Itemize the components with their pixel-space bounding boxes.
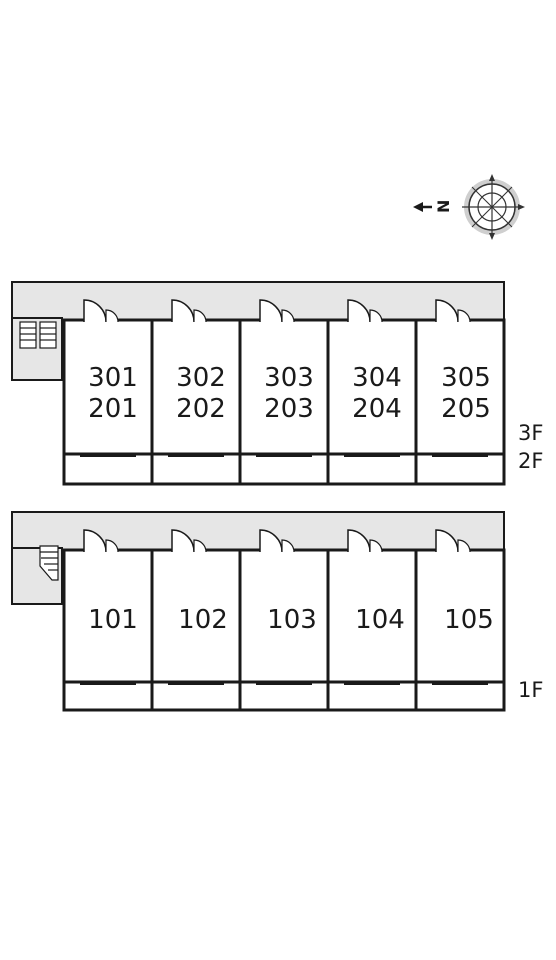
compass-rose-icon xyxy=(462,174,525,240)
unit-number: 304 xyxy=(352,363,402,393)
unit-cell xyxy=(414,548,506,712)
unit-cell xyxy=(326,548,418,712)
door-icon xyxy=(435,529,471,553)
door-icon xyxy=(435,299,471,323)
unit-number: 104 xyxy=(355,605,405,635)
unit-number: 204 xyxy=(352,394,402,424)
north-arrow-icon xyxy=(413,202,432,212)
unit-number: 202 xyxy=(176,394,226,424)
door-icon xyxy=(347,299,383,323)
upper-block: 301 201 302 202 303 203 304 204 305 205 … xyxy=(11,281,543,486)
door-icon xyxy=(347,529,383,553)
lower-block: 101 102 103 104 105 1F xyxy=(11,511,543,712)
unit-number: 103 xyxy=(267,605,317,635)
door-icon xyxy=(259,529,295,553)
stairs-icon xyxy=(39,545,59,581)
north-label: N xyxy=(434,200,453,213)
door-icon xyxy=(171,299,207,323)
unit-cell xyxy=(326,318,418,486)
unit-cell xyxy=(62,318,154,486)
door-icon xyxy=(171,529,207,553)
unit-number: 101 xyxy=(88,605,138,635)
unit-number: 205 xyxy=(441,394,491,424)
unit-cell xyxy=(238,318,330,486)
unit-number: 303 xyxy=(264,363,314,393)
unit-cell xyxy=(238,548,330,712)
door-icon xyxy=(83,299,119,323)
unit-number: 201 xyxy=(88,394,138,424)
unit-number: 305 xyxy=(441,363,491,393)
door-icon xyxy=(259,299,295,323)
unit-number: 102 xyxy=(178,605,228,635)
unit-cell xyxy=(414,318,506,486)
stairs-icon xyxy=(19,321,57,349)
unit-number: 105 xyxy=(444,605,494,635)
floor-label: 3F xyxy=(518,421,543,445)
unit-number: 302 xyxy=(176,363,226,393)
unit-number: 203 xyxy=(264,394,314,424)
floor-label: 1F xyxy=(518,678,543,702)
floor-label: 2F xyxy=(518,449,543,473)
unit-number: 301 xyxy=(88,363,138,393)
door-icon xyxy=(83,529,119,553)
